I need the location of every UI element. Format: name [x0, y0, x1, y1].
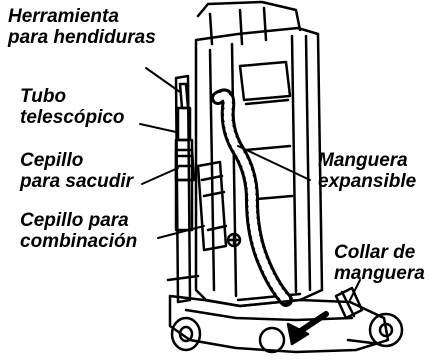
label-telescopic-tube: Tubo telescópico — [20, 86, 125, 128]
label-dusting-brush-line1: Cepillo — [20, 150, 84, 171]
label-crevice-tool-line1: Herramienta — [8, 6, 119, 27]
label-combination-brush: Cepillo para combinación — [20, 210, 137, 252]
label-dusting-brush-line2: para sacudir — [20, 171, 133, 192]
attachment-rack — [166, 74, 200, 304]
leader-lines — [139, 67, 361, 301]
hose-collar — [334, 286, 364, 320]
vacuum-body — [194, 26, 324, 308]
combination-brush — [196, 160, 228, 252]
label-stretch-hose-line1: Manguera — [318, 150, 408, 171]
label-hose-collar-line2: manguera — [334, 263, 425, 284]
label-telescopic-tube-line2: telescópico — [20, 107, 125, 128]
label-crevice-tool: Herramienta para hendiduras — [8, 6, 156, 48]
label-hose-collar: Collar de manguera — [334, 242, 425, 284]
label-combination-brush-line2: combinación — [20, 231, 138, 252]
dusting-brush — [174, 148, 196, 182]
label-combination-brush-line1: Cepillo para — [20, 210, 129, 231]
stretch-hose — [211, 88, 293, 307]
vacuum-base — [168, 294, 404, 354]
label-crevice-tool-line2: para hendiduras — [8, 27, 156, 48]
label-telescopic-tube-line1: Tubo — [20, 86, 67, 107]
front-knob — [226, 232, 242, 248]
base-arrow — [286, 311, 329, 346]
label-stretch-hose-line2: expansible — [318, 171, 417, 192]
label-stretch-hose: Manguera expansible — [318, 150, 416, 192]
label-hose-collar-line1: Collar de — [334, 242, 416, 263]
label-dusting-brush: Cepillo para sacudir — [20, 150, 133, 192]
